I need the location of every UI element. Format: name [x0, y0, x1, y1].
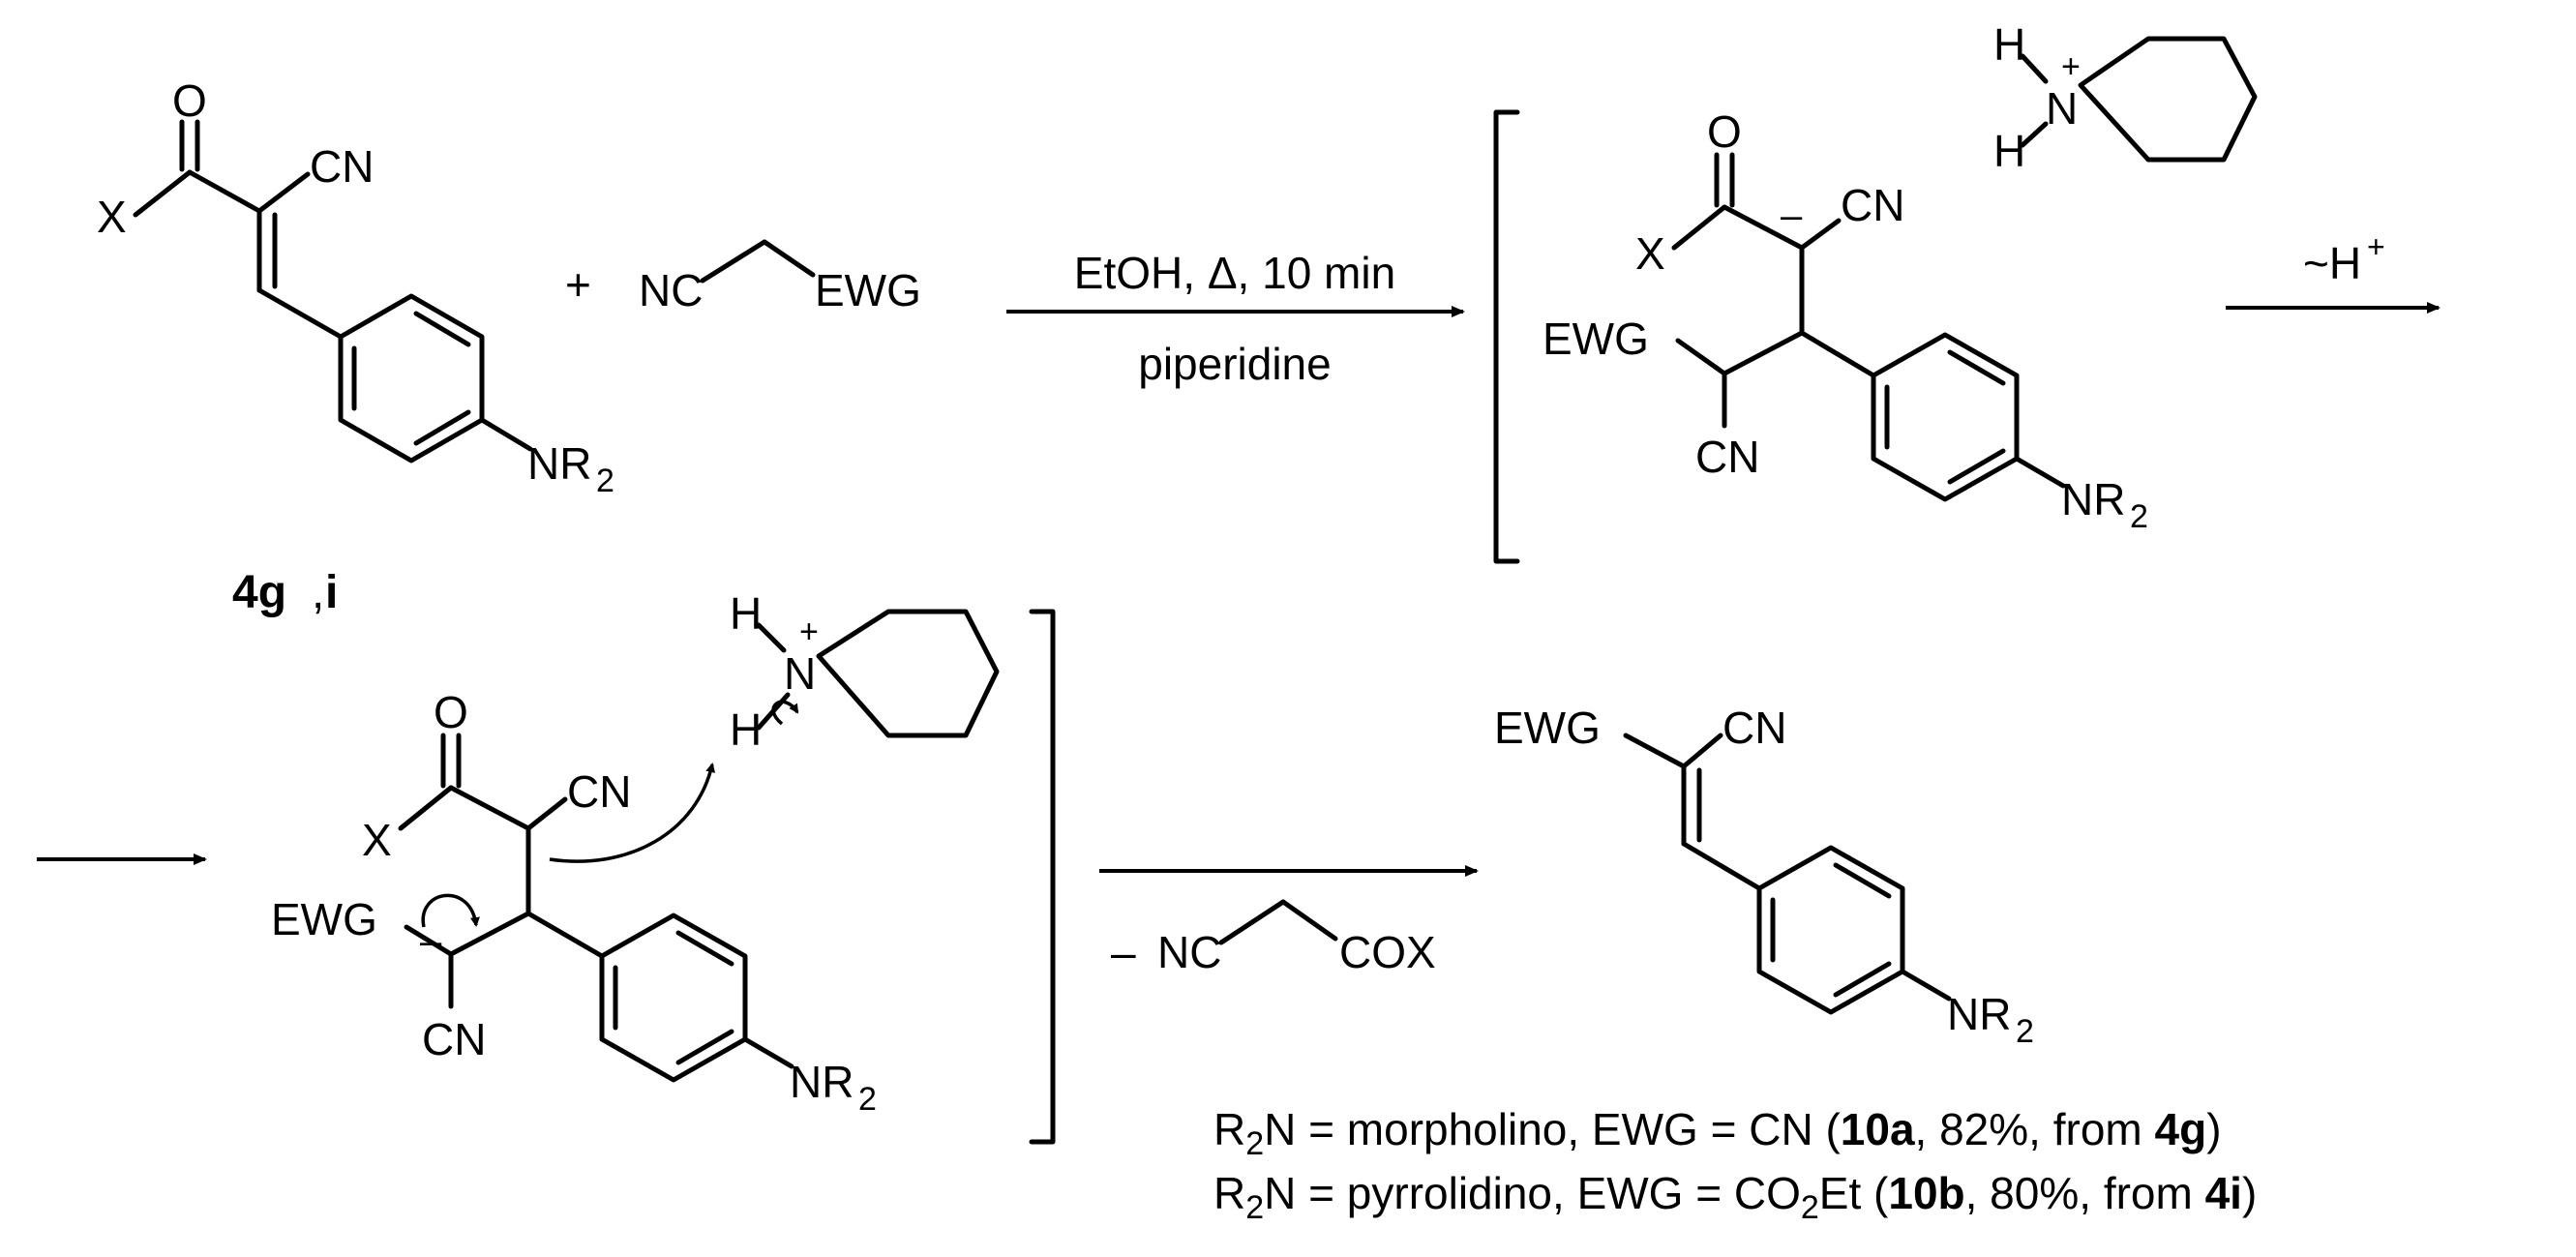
elimination-cox-label: COX — [1339, 927, 1436, 977]
conditions-top: EtOH, Δ, 10 min — [1074, 248, 1395, 298]
product-cn-label: CN — [1722, 703, 1786, 753]
piperidinium-2: H H N + — [730, 588, 1056, 1145]
pip1-h-bottom: H — [1993, 126, 2025, 176]
int1-oxygen-label: O — [1707, 106, 1742, 157]
int2-nr-subscript: 2 — [858, 1081, 877, 1118]
pip1-nitrogen: N — [2046, 83, 2078, 134]
plus-sign: + — [565, 259, 591, 310]
curved-arrow-deprotonation — [549, 763, 716, 863]
int1-ewg-label: EWG — [1543, 314, 1649, 364]
product-nr-label: NR — [1947, 989, 2011, 1039]
fn1-close: ) — [2206, 1104, 2222, 1154]
reactant-x-label: X — [97, 192, 127, 242]
proton-transfer-arrow: ~H + — [2226, 229, 2441, 314]
pip2-nitrogen: N — [784, 648, 816, 699]
int1-carbanion-charge: – — [1781, 195, 1803, 237]
int1-nr-subscript: 2 — [2130, 498, 2148, 535]
curved-arrow-nh-bond — [771, 700, 799, 726]
footnote-pyrrolidino: R2N = pyrrolidino, EWG = CO2Et (10b, 80%… — [1213, 1167, 2257, 1227]
fn2-compound: 10b — [1888, 1168, 1965, 1218]
pip1-ring — [2078, 36, 2258, 163]
reactant-4gi: O X CN NR 2 4g , i — [97, 75, 614, 618]
fn1-source: 4g — [2154, 1104, 2207, 1154]
int2-oxygen-label: O — [434, 687, 468, 737]
curved-arrow-electron-push — [421, 893, 480, 928]
fn2-co-sub: 2 — [1800, 1189, 1819, 1227]
pip2-ring — [816, 609, 1000, 738]
bracket-left-1 — [1493, 109, 1520, 564]
fn1-r-sub: 2 — [1245, 1125, 1265, 1163]
compound-id-comma: , — [312, 567, 324, 618]
intermediate-1: O X – CN EWG CN NR 2 — [1493, 106, 2148, 564]
product-nr-subscript: 2 — [2016, 1013, 2034, 1050]
reactant-oxygen-label: O — [172, 75, 207, 126]
fn1-text: N = morpholino, EWG = CN ( — [1264, 1104, 1841, 1154]
fn2-rest: , 80%, from — [1964, 1168, 2205, 1218]
int2-x-label: X — [362, 815, 392, 865]
fn2-r: R — [1213, 1168, 1246, 1218]
int1-cn1-label: CN — [1841, 180, 1904, 230]
product: EWG CN NR 2 — [1494, 703, 2034, 1050]
fn2-r-sub: 2 — [1245, 1189, 1265, 1227]
fn2-text: N = pyrrolidino, EWG = CO — [1264, 1168, 1801, 1218]
compound-id-4g: 4g — [232, 567, 286, 618]
pip2-h-bottom: H — [730, 704, 762, 755]
fn2-close: ) — [2241, 1168, 2258, 1218]
fn1-r: R — [1213, 1104, 1246, 1154]
pip2-charge: + — [799, 614, 819, 650]
pip2-h-top: H — [730, 588, 762, 639]
reagent-nc-ch2-ewg: NC EWG — [639, 239, 921, 315]
reagent-nc-label: NC — [639, 265, 703, 315]
int1-cn2-label: CN — [1695, 432, 1759, 482]
conditions-bottom: piperidine — [1138, 339, 1331, 389]
intermediate-2: O X CN EWG – CN NR 2 — [271, 687, 877, 1118]
int1-nr-label: NR — [2061, 474, 2125, 524]
reactant-cn-label: CN — [310, 141, 374, 192]
int2-cn2-label: CN — [422, 1014, 486, 1064]
elimination-minus: – — [1111, 927, 1136, 977]
pip1-h-top: H — [1993, 19, 2025, 70]
elimination-nc-label: NC — [1157, 927, 1221, 977]
fn1-rest: , 82%, from — [1914, 1104, 2155, 1154]
fn2-text2: Et ( — [1818, 1168, 1889, 1218]
int2-cn1-label: CN — [567, 766, 631, 817]
int2-nr-label: NR — [790, 1057, 854, 1107]
product-ewg-label: EWG — [1494, 703, 1601, 753]
int2-ewg-label: EWG — [271, 894, 377, 944]
fn1-compound: 10a — [1840, 1104, 1915, 1154]
fn2-source: 4i — [2204, 1168, 2242, 1218]
proton-transfer-superscript: + — [2367, 229, 2385, 264]
reaction-arrow-1: EtOH, Δ, 10 min piperidine — [1006, 248, 1465, 389]
reactant-nr-label: NR — [527, 438, 591, 489]
footnote-morpholino: R2N = morpholino, EWG = CN (10a, 82%, fr… — [1213, 1103, 2222, 1163]
compound-id-i: i — [325, 567, 338, 618]
elimination-arrow: – NC COX — [1099, 865, 1479, 977]
reagent-ewg-label: EWG — [815, 265, 921, 315]
bracket-right-2 — [1029, 609, 1056, 1145]
proton-transfer-label: ~H — [2303, 238, 2361, 288]
int1-x-label: X — [1635, 228, 1665, 279]
pip1-charge: + — [2061, 48, 2081, 85]
reactant-nr-subscript: 2 — [596, 463, 614, 499]
piperidinium-1: H H N + — [1993, 19, 2258, 176]
